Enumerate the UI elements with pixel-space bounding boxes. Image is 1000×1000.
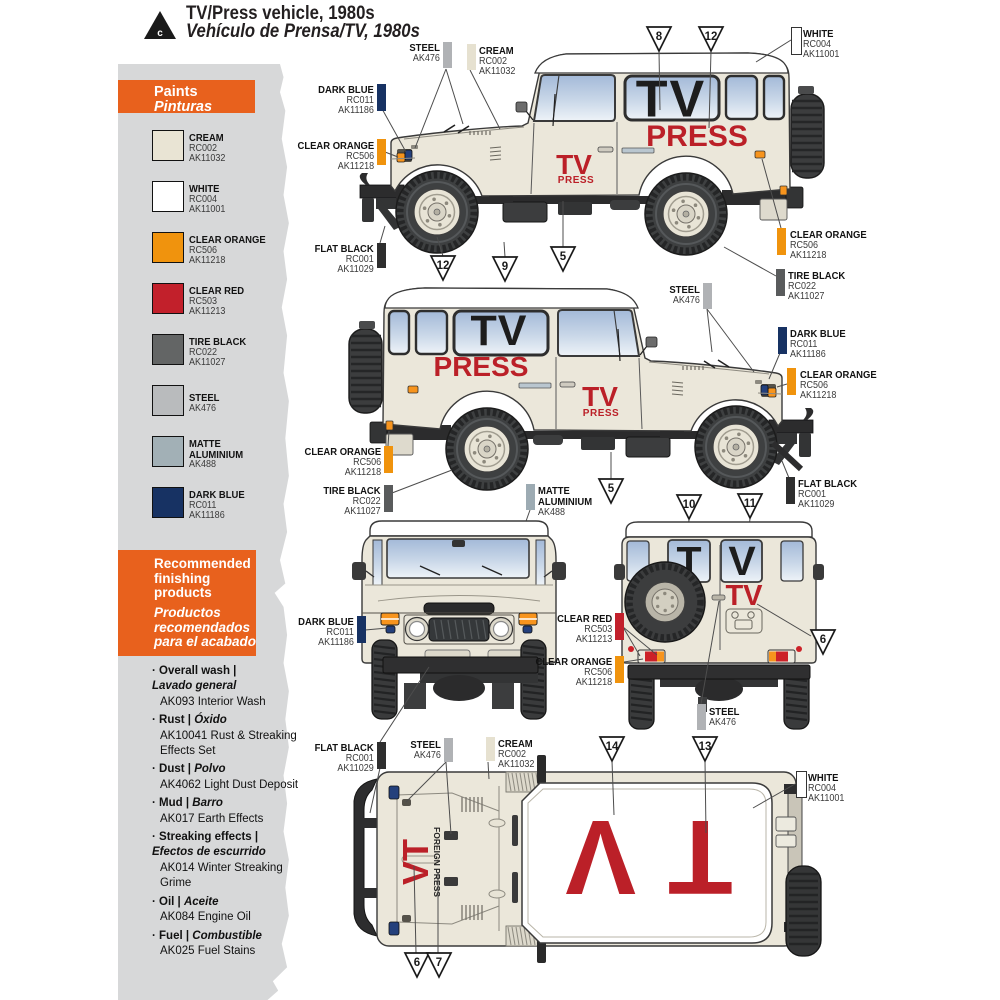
svg-text:5: 5 <box>608 483 615 495</box>
svg-text:8: 8 <box>656 31 663 43</box>
svg-text:V: V <box>728 538 756 584</box>
svg-text:10: 10 <box>683 499 696 511</box>
svg-text:VT: VT <box>395 839 436 885</box>
svg-text:5: 5 <box>560 251 567 263</box>
svg-text:12: 12 <box>705 31 718 43</box>
svg-text:6: 6 <box>414 957 420 969</box>
svg-text:9: 9 <box>502 261 508 273</box>
svg-text:6: 6 <box>820 634 826 646</box>
svg-text:PRESS: PRESS <box>558 175 594 186</box>
svg-text:PRESS: PRESS <box>434 351 529 382</box>
svg-text:13: 13 <box>699 741 712 753</box>
svg-text:12: 12 <box>437 260 450 272</box>
svg-text:PRESS: PRESS <box>583 408 619 419</box>
svg-text:7: 7 <box>436 957 442 969</box>
svg-text:11: 11 <box>744 498 757 510</box>
svg-text:TV: TV <box>725 580 763 612</box>
svg-text:PRESS: PRESS <box>646 120 748 153</box>
svg-text:TV: TV <box>582 381 618 412</box>
svg-text:c: c <box>157 28 163 39</box>
svg-text:TV: TV <box>533 798 732 916</box>
svg-text:TV: TV <box>471 307 528 355</box>
svg-text:TV: TV <box>636 71 706 129</box>
svg-text:TV: TV <box>556 149 592 180</box>
svg-text:FOREIGN PRESS: FOREIGN PRESS <box>432 827 442 897</box>
svg-text:14: 14 <box>606 741 619 753</box>
